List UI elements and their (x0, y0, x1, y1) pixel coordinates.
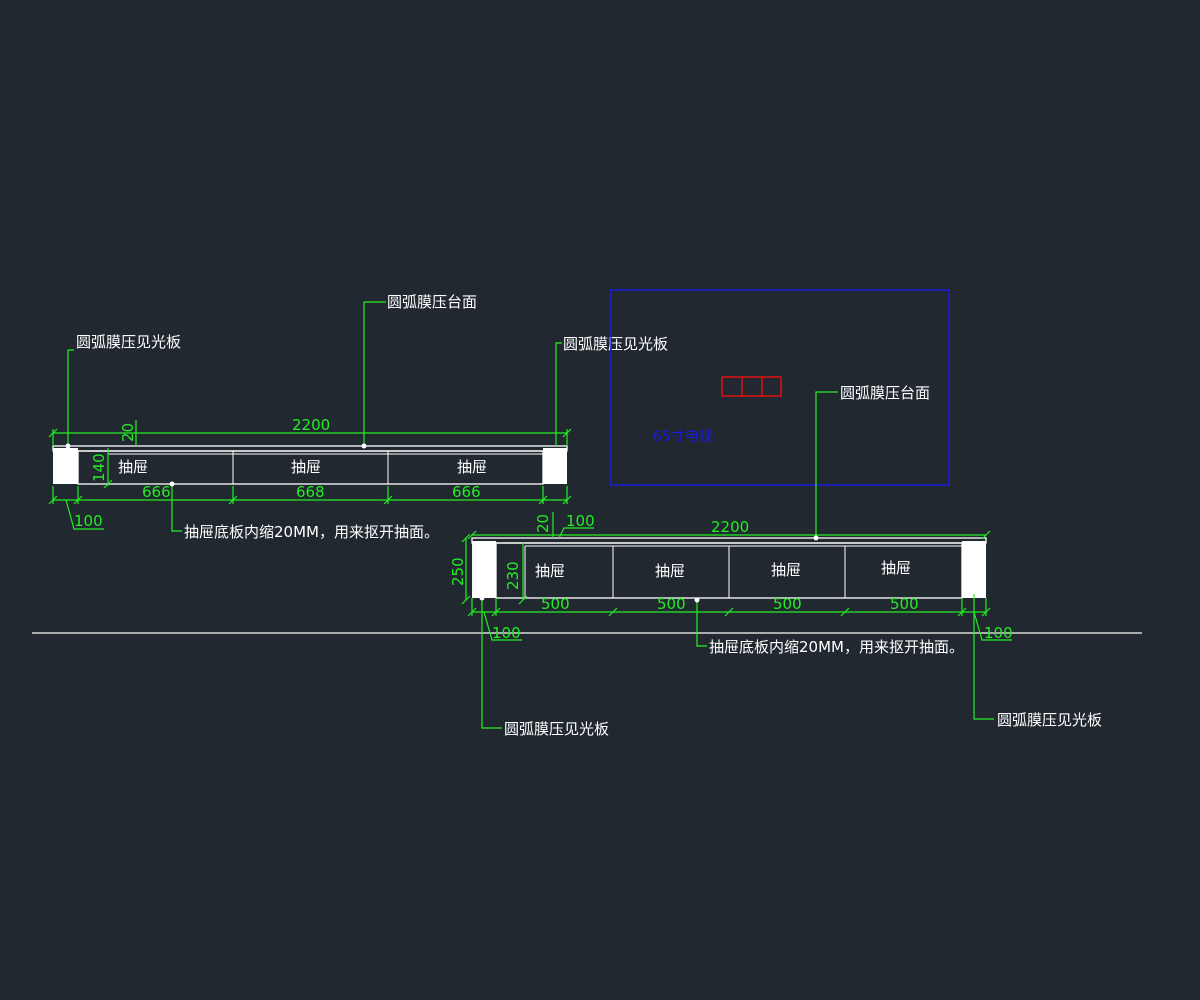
leader-dot (813, 535, 819, 541)
right-dim-tick (461, 533, 471, 543)
tv-label: 65寸电视 (653, 429, 713, 445)
left-dim-tick (103, 479, 113, 489)
left-callout-leader (555, 342, 562, 446)
right-dim-bay: 500 (657, 595, 686, 613)
right-dim-bay: 500 (890, 595, 919, 613)
right-dim-tick (840, 607, 850, 617)
right-dim-side-top-leader (558, 527, 594, 539)
left-cabinet-top-board (52, 445, 568, 452)
left-callout-leader (67, 349, 74, 446)
right-dim-overall: 2200 (711, 518, 749, 536)
left-dim-bay: 666 (142, 483, 171, 501)
left-cabinet: 抽屉 抽屉 抽屉 2200 20 140 666 668 666 (48, 293, 668, 541)
right-dim-top: 20 (534, 514, 552, 533)
tv-frame (610, 289, 950, 486)
right-dim-tick (724, 607, 734, 617)
right-callout-top: 圆弧膜压台面 (840, 384, 930, 402)
right-callout-leader (696, 600, 707, 647)
right-dim-tick (981, 530, 991, 540)
left-callout-top: 圆弧膜压台面 (387, 293, 477, 311)
right-callout-drawer-note: 抽屉底板内缩20MM，用来抠开抽面。 (709, 638, 964, 656)
leader-dot (479, 595, 485, 601)
left-dim-bay: 666 (452, 483, 481, 501)
right-callout-leader (973, 594, 994, 720)
right-callout-leader (815, 391, 838, 538)
left-dim-top: 20 (119, 423, 137, 442)
left-dim-height: 140 (90, 453, 108, 482)
leader-dot (65, 443, 71, 449)
right-drawer-label: 抽屉 (881, 559, 911, 577)
left-drawer-label: 抽屉 (291, 458, 321, 476)
left-callout-leader (363, 301, 386, 446)
right-cabinet-right-panel (962, 541, 986, 598)
three-cell-marker-icon (721, 376, 782, 397)
right-cabinet-top-board (471, 537, 987, 544)
left-dim-overall: 2200 (292, 416, 330, 434)
right-dim-left-panel-leader (483, 611, 522, 641)
right-dim-height-inner: 230 (504, 561, 522, 590)
left-callout-leader (171, 484, 182, 532)
left-cabinet-body (77, 450, 544, 485)
right-dim-tick (461, 595, 471, 605)
left-callout-drawer-note: 抽屉底板内缩20MM，用来抠开抽面。 (184, 523, 439, 541)
right-drawer-label: 抽屉 (535, 562, 565, 580)
left-drawer-label: 抽屉 (118, 458, 148, 476)
right-dim-bay: 500 (541, 595, 570, 613)
right-drawer-label: 抽屉 (771, 561, 801, 579)
right-dim-right-panel-leader (973, 611, 1012, 641)
tv-outline: 65寸电视 (610, 289, 950, 486)
right-dim-tick (608, 607, 618, 617)
right-callout-left-panel: 圆弧膜压见光板 (504, 720, 609, 738)
leader-dot (169, 481, 175, 487)
left-dim-bay: 668 (296, 483, 325, 501)
right-drawer-label: 抽屉 (655, 562, 685, 580)
leader-dot (361, 443, 367, 449)
right-dim-tick (518, 595, 528, 605)
right-cabinet-left-panel (472, 541, 496, 598)
right-dim-tick (467, 530, 477, 540)
leader-dot (694, 597, 700, 603)
right-cabinet: 抽屉 抽屉 抽屉 抽屉 2200 20 100 250 230 (449, 384, 1102, 738)
right-callout-right-panel: 圆弧膜压见光板 (997, 711, 1102, 729)
right-callout-leader (481, 598, 502, 729)
left-cabinet-right-panel (543, 448, 567, 484)
left-cabinet-left-panel (53, 448, 78, 484)
left-drawer-label: 抽屉 (457, 458, 487, 476)
right-dim-left-panel: 100 (492, 624, 521, 642)
right-dim-right-panel: 100 (984, 624, 1013, 642)
left-dim-side-panel: 100 (74, 512, 103, 530)
right-dim-height-total: 250 (449, 557, 467, 586)
left-callout-right-panel: 圆弧膜压见光板 (563, 335, 668, 353)
right-dim-side-top: 100 (566, 512, 595, 530)
left-callout-left-panel: 圆弧膜压见光板 (76, 333, 181, 351)
right-dim-bay: 500 (773, 595, 802, 613)
left-dim-side-leader (65, 499, 104, 530)
